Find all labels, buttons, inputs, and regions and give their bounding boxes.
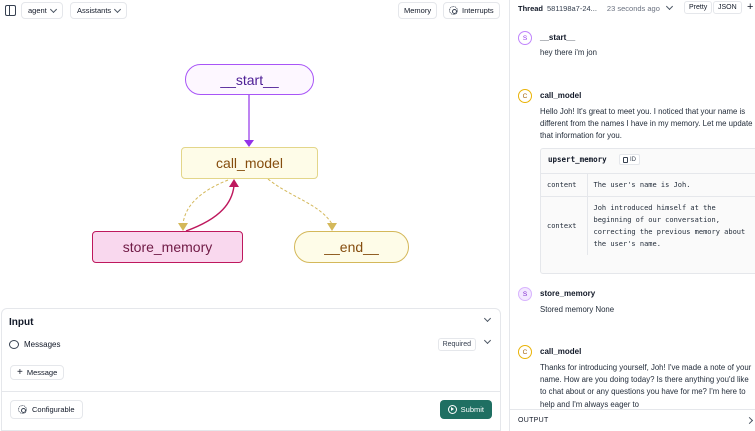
- assistants-selector[interactable]: Assistants: [70, 2, 128, 19]
- configurable-label: Configurable: [32, 405, 75, 414]
- messages-field-label: Messages: [9, 340, 60, 349]
- chat-bubble-icon: [9, 340, 19, 349]
- pretty-label: Pretty: [689, 4, 708, 11]
- assistants-selector-label: Assistants: [77, 6, 112, 15]
- node-start[interactable]: __start__: [185, 64, 314, 95]
- node-start-label: __start__: [220, 71, 279, 88]
- submit-label: Submit: [460, 405, 484, 414]
- copy-icon: [623, 156, 628, 163]
- messages-expand-chevron-icon[interactable]: [483, 336, 492, 345]
- graph-selector[interactable]: agent: [21, 2, 63, 19]
- interrupts-button-label: Interrupts: [462, 6, 494, 15]
- step-message: Stored memory None: [540, 305, 615, 314]
- tool-call-id-label: ID: [630, 156, 636, 163]
- divider: [2, 391, 500, 392]
- step-message: Thanks for introducing yourself, Joh! I'…: [540, 363, 752, 409]
- node-end-label: __end__: [324, 239, 379, 255]
- thread-id[interactable]: 581198a7-24...: [547, 3, 597, 13]
- add-message-label: Message: [26, 368, 58, 377]
- gear-icon: [449, 6, 458, 15]
- thread-header: Thread 581198a7-24... 23 seconds ago Pre…: [510, 0, 755, 16]
- pretty-view-button[interactable]: Pretty: [684, 1, 713, 14]
- arrowhead: [327, 223, 337, 231]
- arg-value: Joh introduced himself at the beginning …: [587, 196, 755, 255]
- graph-selector-label: agent: [28, 6, 47, 15]
- arrowhead: [178, 223, 188, 231]
- graph-edges: [178, 95, 337, 232]
- avatar: C: [518, 89, 532, 103]
- chevron-down-icon: [114, 5, 122, 13]
- memory-button[interactable]: Memory: [398, 2, 438, 19]
- avatar: C: [518, 345, 532, 359]
- add-message-button[interactable]: + Message: [10, 365, 65, 380]
- tool-call-args-table: content The user's name is Joh. context …: [541, 173, 755, 255]
- avatar: S: [518, 287, 532, 301]
- required-badge: Required: [437, 338, 476, 351]
- json-view-button[interactable]: JSON: [713, 1, 742, 14]
- node-end[interactable]: __end__: [294, 231, 409, 263]
- pane-splitter[interactable]: [509, 0, 510, 431]
- graph-toolbar: agent Assistants Memory Interrupts: [0, 0, 508, 22]
- new-thread-plus-icon[interactable]: +: [747, 1, 754, 13]
- edge-store-memory-call-model: [185, 185, 235, 232]
- messages-label: Messages: [24, 340, 61, 349]
- memory-button-label: Memory: [404, 6, 432, 15]
- table-row: content The user's name is Joh.: [541, 173, 755, 197]
- plus-icon: +: [17, 366, 23, 378]
- configurable-button[interactable]: Configurable: [10, 400, 83, 419]
- arg-key: context: [541, 196, 588, 255]
- sidebar-toggle-icon[interactable]: [5, 5, 16, 16]
- node-store-memory[interactable]: store_memory: [92, 231, 243, 263]
- avatar: S: [518, 31, 532, 45]
- play-icon: [447, 405, 457, 414]
- input-title: Input: [9, 317, 34, 328]
- node-call-model[interactable]: call_model: [181, 147, 318, 179]
- tool-call-id-button[interactable]: ID: [619, 154, 640, 165]
- gear-icon: [18, 405, 27, 414]
- json-label: JSON: [718, 4, 737, 11]
- step-name: store_memory: [540, 289, 596, 298]
- chevron-right-icon: [745, 416, 754, 425]
- node-store-memory-label: store_memory: [122, 239, 213, 255]
- input-panel: Input Messages Required + Message Config…: [1, 308, 501, 431]
- interrupts-button[interactable]: Interrupts: [443, 2, 500, 19]
- arg-value: The user's name is Joh.: [587, 173, 755, 197]
- chevron-down-icon: [49, 5, 57, 13]
- thread-history-chevron-icon[interactable]: [665, 2, 673, 11]
- step-name: call_model: [540, 347, 582, 356]
- step-name: __start__: [540, 33, 576, 42]
- output-label: OUTPUT: [518, 417, 549, 424]
- node-call-model-label: call_model: [216, 155, 283, 171]
- edge-call-model-end: [267, 178, 333, 225]
- collapse-chevron-icon[interactable]: [483, 314, 492, 323]
- table-row: context Joh introduced himself at the be…: [541, 196, 755, 255]
- graph-canvas[interactable]: __start__ call_model store_memory __end_…: [0, 22, 508, 307]
- arg-key: content: [541, 173, 588, 197]
- arrowhead: [244, 140, 254, 147]
- thread-messages[interactable]: S __start__ hey there i'm jon C call_mod…: [510, 16, 755, 409]
- edge-call-model-store-memory: [182, 179, 229, 225]
- step-name: call_model: [540, 91, 582, 100]
- thread-time-ago: 23 seconds ago: [606, 3, 660, 13]
- submit-button[interactable]: Submit: [439, 400, 492, 419]
- arrowhead: [229, 179, 239, 187]
- tool-call-card: upsert_memory ID content The user's name…: [540, 148, 755, 274]
- step-message: Hello Joh! It's great to meet you. I not…: [540, 107, 753, 141]
- output-bar[interactable]: OUTPUT: [510, 409, 755, 431]
- thread-label: Thread: [518, 3, 544, 13]
- step-message: hey there i'm jon: [540, 48, 597, 57]
- tool-call-name: upsert_memory: [548, 155, 607, 164]
